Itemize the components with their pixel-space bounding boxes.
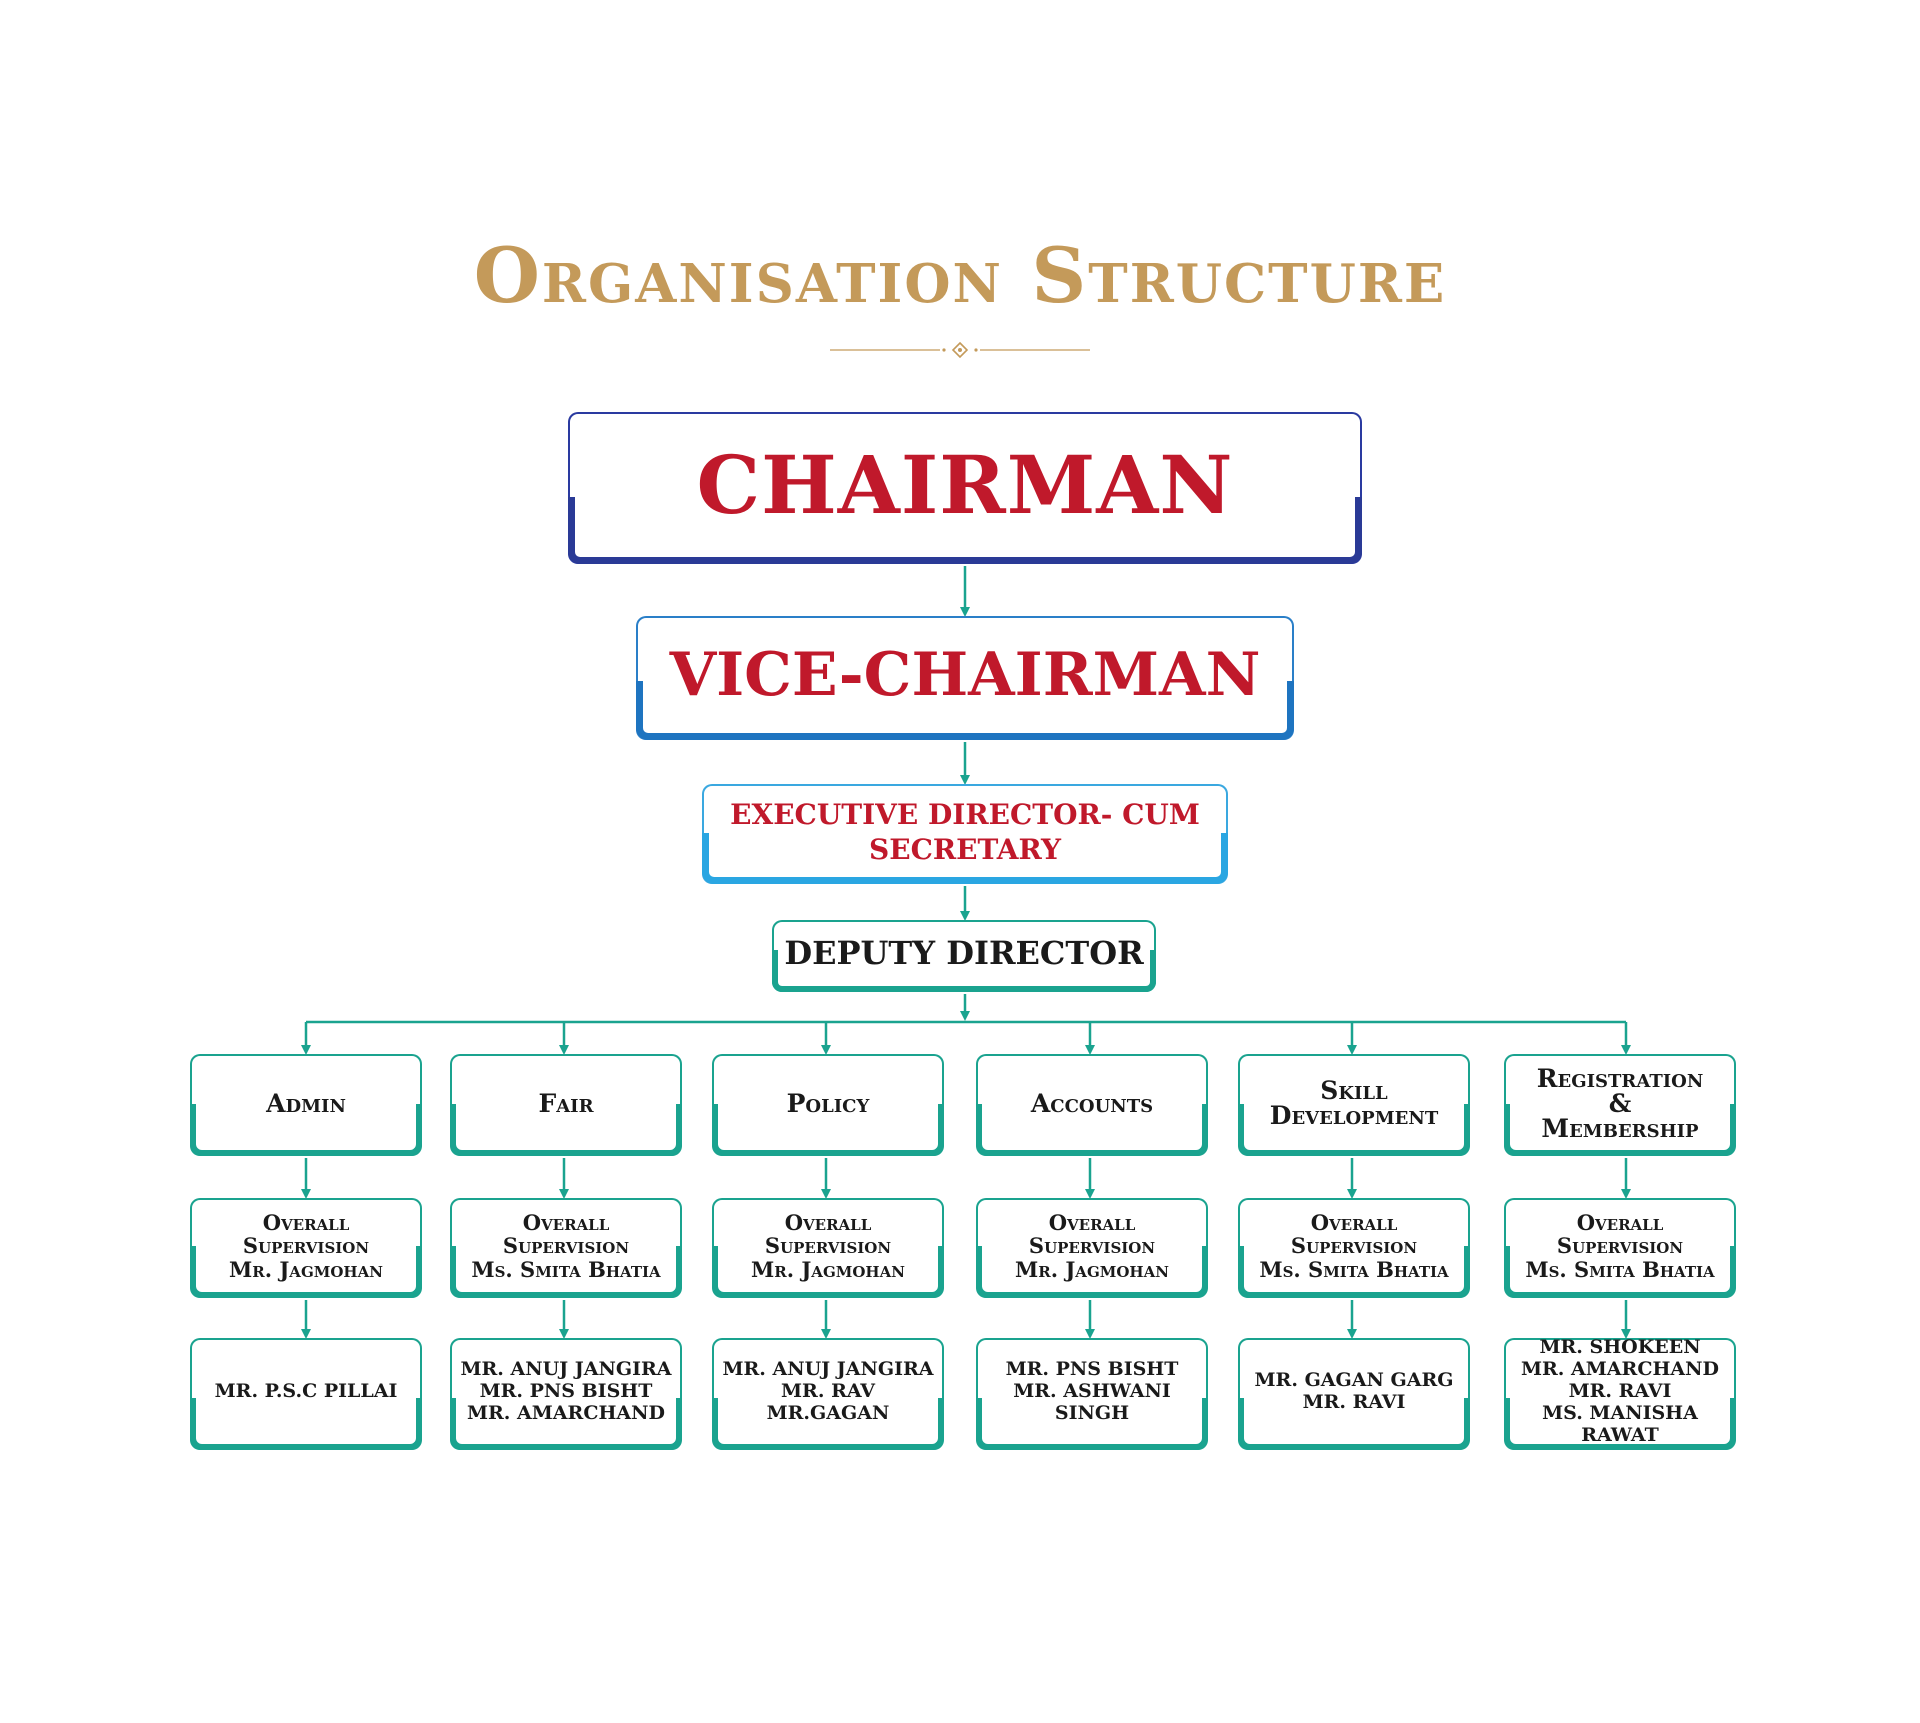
supervision-line: Supervision bbox=[1556, 1233, 1684, 1259]
staff-member: MR. AMARCHAND bbox=[1520, 1358, 1719, 1381]
supervision-label: Overall Supervision Mr. Jagmohan bbox=[1015, 1211, 1169, 1282]
staff-box-admin: MR. P.S.C PILLAI bbox=[190, 1338, 422, 1450]
staff-list: MR. SHOKEEN MR. AMARCHAND MR. RAVI MS. M… bbox=[1514, 1337, 1726, 1446]
staff-box-policy: MR. ANUJ JANGIRA MR. RAV MR.GAGAN bbox=[712, 1338, 944, 1450]
staff-list: MR. P.S.C PILLAI bbox=[214, 1380, 398, 1403]
department-line: & bbox=[1608, 1088, 1632, 1118]
staff-box-accounts: MR. PNS BISHT MR. ASHWANI SINGH bbox=[976, 1338, 1208, 1450]
supervision-line: Mr. Jagmohan bbox=[229, 1256, 383, 1282]
deputy-director-box: DEPUTY DIRECTOR bbox=[772, 920, 1156, 992]
supervision-line: Supervision bbox=[1028, 1233, 1156, 1259]
executive-director-line: EXECUTIVE DIRECTOR- CUM bbox=[730, 798, 1200, 831]
staff-member: MR. ASHWANI SINGH bbox=[1013, 1380, 1171, 1424]
supervision-box-policy: Overall Supervision Mr. Jagmohan bbox=[712, 1198, 944, 1298]
department-line: Skill bbox=[1320, 1076, 1388, 1105]
staff-box-fair: MR. ANUJ JANGIRA MR. PNS BISHT MR. AMARC… bbox=[450, 1338, 682, 1450]
staff-member: MR. GAGAN GARG bbox=[1254, 1369, 1454, 1392]
supervision-line: Overall bbox=[1576, 1209, 1664, 1235]
executive-director-line: SECRETARY bbox=[869, 833, 1061, 866]
page-title: Organisation Structure bbox=[473, 231, 1447, 320]
vice-chairman-box: VICE-CHAIRMAN bbox=[636, 616, 1294, 740]
supervision-box-skill-development: Overall Supervision Ms. Smita Bhatia bbox=[1238, 1198, 1470, 1298]
supervision-label: Overall Supervision Ms. Smita Bhatia bbox=[1525, 1211, 1714, 1282]
staff-member: MR. P.S.C PILLAI bbox=[214, 1380, 398, 1403]
staff-member: MR. RAV bbox=[781, 1380, 875, 1403]
department-line: Accounts bbox=[1030, 1088, 1154, 1118]
staff-list: MR. PNS BISHT MR. ASHWANI SINGH bbox=[986, 1358, 1198, 1425]
department-line: Policy bbox=[786, 1088, 870, 1118]
supervision-line: Ms. Smita Bhatia bbox=[471, 1256, 661, 1282]
department-label: Skill Development bbox=[1270, 1078, 1438, 1128]
department-box-skill-development: Skill Development bbox=[1238, 1054, 1470, 1156]
staff-member: MR. PNS BISHT bbox=[479, 1380, 653, 1403]
department-label: Registration & Membership bbox=[1537, 1066, 1704, 1141]
supervision-label: Overall Supervision Ms. Smita Bhatia bbox=[1259, 1211, 1448, 1282]
staff-member: MS. MANISHA RAWAT bbox=[1542, 1401, 1698, 1446]
supervision-line: Ms. Smita Bhatia bbox=[1525, 1256, 1715, 1282]
supervision-line: Overall bbox=[1310, 1209, 1398, 1235]
staff-member: MR. AMARCHAND bbox=[466, 1401, 665, 1424]
staff-member: MR. ANUJ JANGIRA bbox=[722, 1358, 934, 1381]
supervision-line: Supervision bbox=[1290, 1233, 1418, 1259]
supervision-line: Mr. Jagmohan bbox=[751, 1256, 905, 1282]
supervision-box-admin: Overall Supervision Mr. Jagmohan bbox=[190, 1198, 422, 1298]
supervision-label: Overall Supervision Mr. Jagmohan bbox=[229, 1211, 383, 1282]
supervision-box-registration-membership: Overall Supervision Ms. Smita Bhatia bbox=[1504, 1198, 1736, 1298]
department-line: Admin bbox=[266, 1088, 346, 1118]
executive-director-box: EXECUTIVE DIRECTOR- CUM SECRETARY bbox=[702, 784, 1228, 884]
supervision-box-fair: Overall Supervision Ms. Smita Bhatia bbox=[450, 1198, 682, 1298]
department-label: Accounts bbox=[1031, 1091, 1153, 1116]
deputy-director-label: DEPUTY DIRECTOR bbox=[784, 934, 1144, 973]
department-line: Development bbox=[1269, 1101, 1439, 1130]
department-line: Fair bbox=[538, 1088, 594, 1118]
supervision-line: Overall bbox=[1048, 1209, 1136, 1235]
staff-box-skill-development: MR. GAGAN GARG MR. RAVI bbox=[1238, 1338, 1470, 1450]
department-label: Fair bbox=[538, 1091, 593, 1116]
staff-member: MR. RAVI bbox=[1568, 1380, 1672, 1403]
staff-member: MR. ANUJ JANGIRA bbox=[460, 1358, 672, 1381]
supervision-box-accounts: Overall Supervision Mr. Jagmohan bbox=[976, 1198, 1208, 1298]
staff-box-registration-membership: MR. SHOKEEN MR. AMARCHAND MR. RAVI MS. M… bbox=[1504, 1337, 1736, 1450]
staff-member: MR.GAGAN bbox=[766, 1401, 890, 1424]
staff-member: MR. RAVI bbox=[1302, 1391, 1406, 1413]
staff-list: MR. GAGAN GARG MR. RAVI bbox=[1254, 1369, 1454, 1414]
supervision-line: Supervision bbox=[242, 1233, 370, 1259]
department-label: Admin bbox=[266, 1091, 346, 1116]
department-box-fair: Fair bbox=[450, 1054, 682, 1156]
department-label: Policy bbox=[787, 1091, 870, 1116]
department-box-accounts: Accounts bbox=[976, 1054, 1208, 1156]
staff-member: MR. PNS BISHT bbox=[1005, 1358, 1179, 1381]
supervision-line: Ms. Smita Bhatia bbox=[1259, 1256, 1449, 1282]
supervision-line: Overall bbox=[262, 1209, 350, 1235]
supervision-line: Mr. Jagmohan bbox=[1015, 1256, 1169, 1282]
title-divider-ornament bbox=[830, 341, 1090, 359]
vice-chairman-label: VICE-CHAIRMAN bbox=[669, 640, 1261, 711]
executive-director-label: EXECUTIVE DIRECTOR- CUM SECRETARY bbox=[730, 797, 1200, 867]
supervision-line: Overall bbox=[522, 1209, 610, 1235]
department-box-policy: Policy bbox=[712, 1054, 944, 1156]
staff-member: MR. SHOKEEN bbox=[1539, 1336, 1701, 1359]
department-line: Registration bbox=[1536, 1063, 1704, 1093]
department-line: Membership bbox=[1541, 1113, 1699, 1143]
supervision-line: Overall bbox=[784, 1209, 872, 1235]
supervision-label: Overall Supervision Ms. Smita Bhatia bbox=[471, 1211, 660, 1282]
chairman-label: CHAIRMAN bbox=[696, 438, 1234, 533]
supervision-line: Supervision bbox=[502, 1233, 630, 1259]
department-box-admin: Admin bbox=[190, 1054, 422, 1156]
staff-list: MR. ANUJ JANGIRA MR. RAV MR.GAGAN bbox=[722, 1358, 934, 1425]
department-box-registration-membership: Registration & Membership bbox=[1504, 1054, 1736, 1156]
supervision-label: Overall Supervision Mr. Jagmohan bbox=[751, 1211, 905, 1282]
supervision-line: Supervision bbox=[764, 1233, 892, 1259]
chairman-box: CHAIRMAN bbox=[568, 412, 1362, 564]
staff-list: MR. ANUJ JANGIRA MR. PNS BISHT MR. AMARC… bbox=[460, 1358, 672, 1425]
